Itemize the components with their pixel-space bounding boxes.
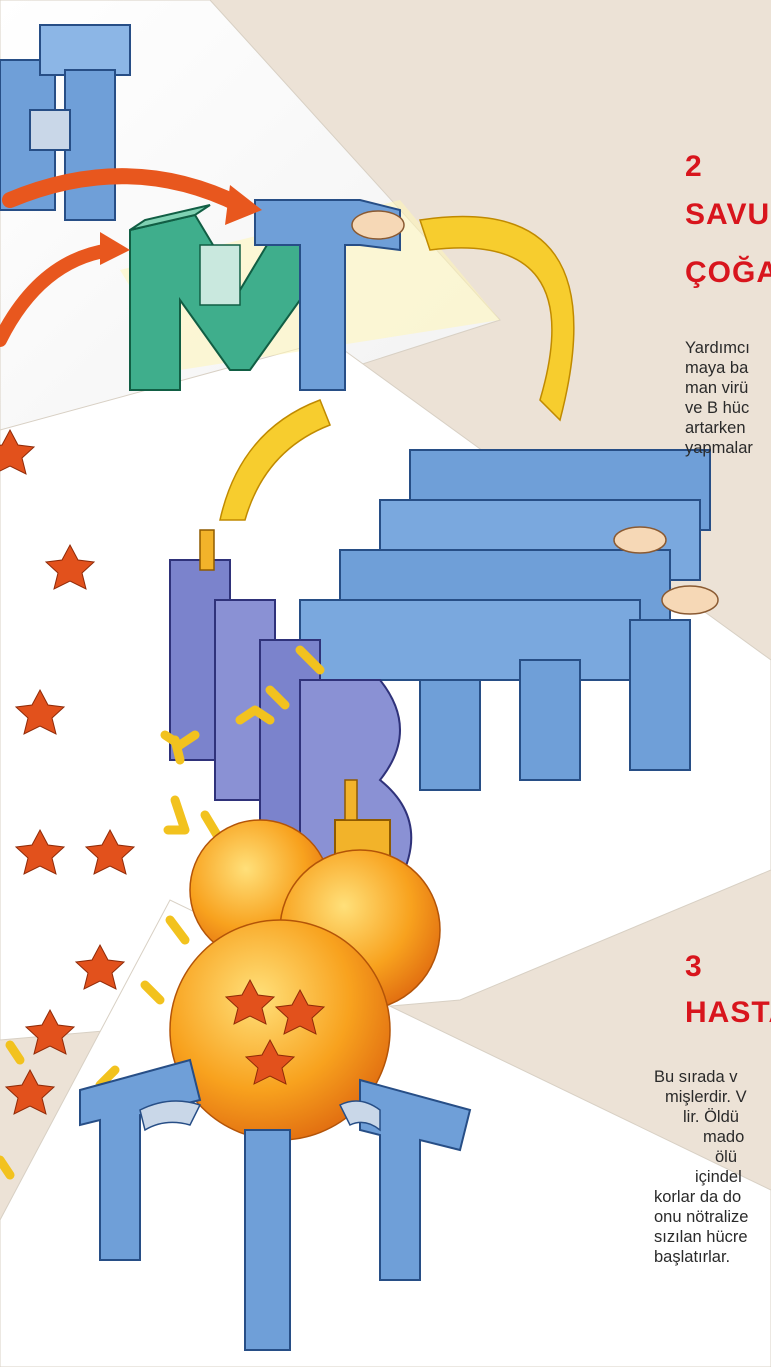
t-cell-cluster: [299, 449, 719, 791]
killer-t-cells: [79, 1058, 472, 1351]
section-2-heading-line-1: SAVU: [685, 198, 771, 231]
section-3-heading: HASTA: [685, 996, 771, 1029]
t-cell-block-top-left: [0, 24, 131, 221]
section-3-body-line: sızılan hücre: [654, 1228, 748, 1246]
section-3-body-line: mişlerdir. V: [665, 1088, 747, 1106]
virus-stars: [0, 428, 136, 1115]
section-2-body-line: ve B hüc: [685, 399, 750, 417]
infected-cells: [169, 819, 441, 1141]
section-2-body-line: maya ba: [685, 359, 749, 377]
arrow-left-curve: [0, 243, 117, 347]
section-3-body-line: Bu sırada v: [654, 1068, 738, 1086]
arrow-left-curve-head: [100, 232, 130, 265]
signal-bolt-right: [419, 215, 575, 422]
section-3-body-line: lir. Öldü: [683, 1108, 739, 1126]
section-3-body-line: mado: [703, 1128, 745, 1146]
section-3-body-line: korlar da do: [654, 1188, 742, 1206]
section-3-body-line: içindel: [695, 1168, 742, 1186]
section-3-body-line: başlatırlar.: [654, 1248, 731, 1266]
signal-bolt-down: [219, 399, 331, 521]
section-3-body-line: ölü: [715, 1148, 738, 1166]
b-cell-cluster: [169, 529, 413, 892]
arrow-t-to-m-head: [225, 185, 262, 225]
arrow-t-to-m: [2, 168, 248, 213]
helper-t-block: [254, 199, 405, 391]
section-3-number: 3: [685, 950, 702, 983]
section-2-body-line: Yardımcı: [685, 339, 750, 357]
section-2-body-line: artarken: [685, 419, 746, 437]
section-2-body-line: yapmalar: [685, 439, 753, 457]
section-3-body-line: onu nötralize: [654, 1208, 749, 1226]
section-2-body-line: man virü: [685, 379, 749, 397]
section-2-number: 2: [685, 150, 702, 183]
section-2-heading-line-2: ÇOĞA: [685, 256, 771, 289]
